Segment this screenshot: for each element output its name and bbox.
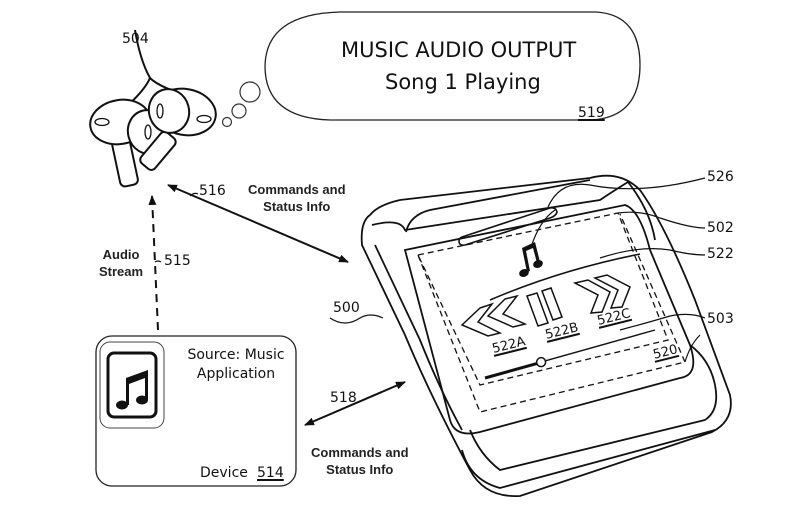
case-display xyxy=(403,204,695,435)
audio-stream-arrow-515 xyxy=(148,195,159,331)
ref-500: 500 xyxy=(333,300,360,316)
ref-514: 514 xyxy=(257,465,284,481)
ref-502: 502 xyxy=(707,220,734,236)
ref-522: 522 xyxy=(707,246,734,262)
commands-line: Commands and xyxy=(248,182,346,197)
earbud-case-illustration xyxy=(360,174,732,497)
ref-519: 519 xyxy=(578,105,605,121)
device-source-label: Source: Music Application xyxy=(180,346,292,384)
thought-bubble-dot-small xyxy=(221,116,233,128)
device-box xyxy=(95,335,297,487)
case-music-note-icon xyxy=(519,209,556,277)
thought-bubble xyxy=(221,11,641,128)
ref-503: 503 xyxy=(707,311,734,327)
ref-518: 518 xyxy=(330,390,357,406)
status-line: Status Info xyxy=(263,199,331,214)
commands-status-arrow-516 xyxy=(167,184,349,263)
thought-bubble-dot-large xyxy=(239,81,261,103)
thought-bubble-subtitle: Song 1 Playing xyxy=(385,70,541,94)
source-line: Source: Music xyxy=(187,347,285,363)
stream-line: Stream xyxy=(99,264,144,279)
next-track-icon[interactable] xyxy=(572,274,631,314)
status-line: Status Info xyxy=(326,462,394,477)
commands-line: Commands and xyxy=(311,445,409,460)
earbuds-illustration xyxy=(89,29,217,188)
ref-504: 504 xyxy=(122,31,149,47)
scrubber-played-track xyxy=(484,361,539,380)
screen-boundary-520 xyxy=(417,212,669,386)
right-earbud-stem-icon xyxy=(139,130,177,171)
scrubber-remaining-track xyxy=(543,329,656,362)
application-line: Application xyxy=(196,366,276,382)
ref-526: 526 xyxy=(707,169,734,185)
commands-status-label-518: Commands and Status Info xyxy=(311,444,409,478)
scrubber-thumb[interactable] xyxy=(535,356,547,368)
playback-scrubber[interactable] xyxy=(484,329,656,380)
controls-arc-522 xyxy=(489,253,641,301)
case-speaker-slot xyxy=(458,207,558,246)
case-body xyxy=(360,174,732,497)
music-note-icon xyxy=(116,370,148,410)
audio-line: Audio xyxy=(102,247,140,262)
thought-bubble-title: MUSIC AUDIO OUTPUT xyxy=(341,38,577,62)
commands-status-label-516: Commands and Status Info xyxy=(248,181,346,215)
previous-track-icon[interactable] xyxy=(460,294,528,337)
ref-515: 515 xyxy=(164,253,191,269)
music-app-icon xyxy=(106,351,158,419)
reference-leader-lines xyxy=(329,177,706,363)
thought-bubble-dot-medium xyxy=(231,103,247,119)
commands-status-arrow-518 xyxy=(304,381,406,426)
audio-stream-label: Audio Stream xyxy=(99,246,143,280)
pause-icon[interactable] xyxy=(526,287,563,327)
device-label: Device xyxy=(200,465,248,481)
ref-516: 516 xyxy=(199,183,226,199)
